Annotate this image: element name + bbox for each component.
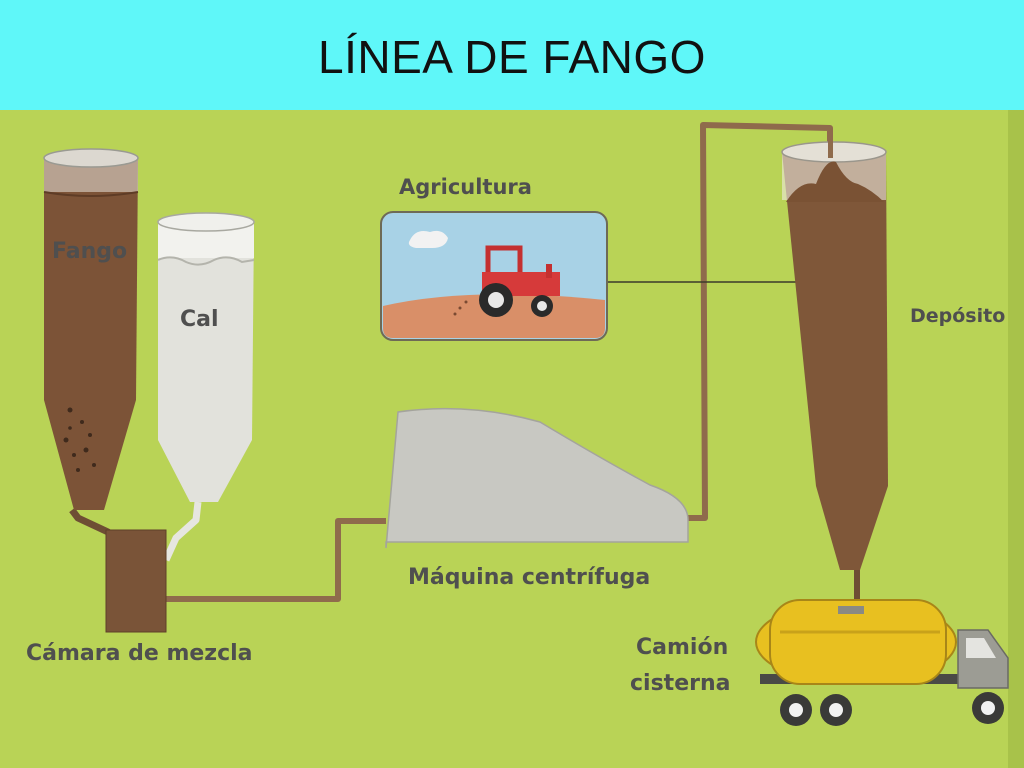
page-title: LÍNEA DE FANGO bbox=[318, 31, 706, 83]
fango-silo bbox=[43, 148, 139, 510]
sludge-line-diagram: Fango Cal Agricultura Depósito Máquina c… bbox=[0, 110, 1024, 768]
tractor-icon bbox=[479, 245, 560, 317]
label-maquina-centrifuga: Máquina centrífuga bbox=[408, 565, 650, 590]
cal-silo bbox=[157, 212, 255, 502]
label-cal: Cal bbox=[180, 307, 219, 332]
cloud bbox=[408, 230, 448, 248]
camara-de-mezcla-box bbox=[105, 529, 167, 633]
pipe-cal-to-camara bbox=[162, 501, 202, 562]
title-bar: LÍNEA DE FANGO bbox=[0, 0, 1024, 110]
agricultura-panel bbox=[380, 211, 608, 341]
pipe-camara-to-centrifuga bbox=[166, 518, 386, 602]
label-fango: Fango bbox=[52, 239, 127, 264]
fango-particles bbox=[63, 407, 96, 472]
label-camara-de-mezcla: Cámara de mezcla bbox=[26, 641, 253, 666]
maquina-centrifuga-shape bbox=[385, 407, 689, 549]
deposito-silo bbox=[781, 128, 888, 570]
camion-cisterna-truck bbox=[755, 599, 1009, 726]
seed-dots bbox=[453, 300, 468, 316]
label-agricultura: Agricultura bbox=[399, 175, 532, 199]
board-edge bbox=[1008, 110, 1024, 768]
sludge-heap bbox=[786, 161, 884, 202]
label-camion-line1: Camión bbox=[636, 635, 728, 660]
diagram-board: Fango Cal Agricultura Depósito Máquina c… bbox=[0, 110, 1024, 768]
label-deposito: Depósito bbox=[910, 305, 1005, 327]
label-camion-line2: cisterna bbox=[630, 671, 730, 696]
